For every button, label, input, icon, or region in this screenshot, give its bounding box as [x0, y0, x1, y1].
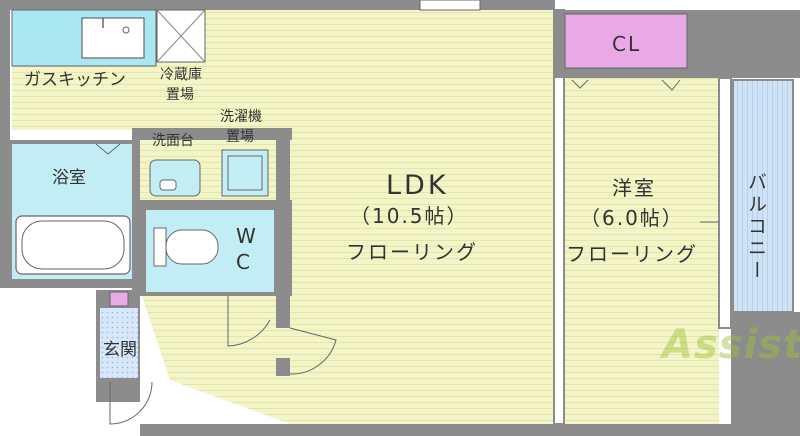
- toilet-tank: [153, 227, 167, 267]
- bath-label: 浴室: [52, 168, 86, 188]
- ldk-size: （10.5帖）: [350, 204, 469, 228]
- entrance-label: 玄関: [103, 340, 137, 360]
- balcony: [732, 79, 794, 313]
- fridge-label-1: 冷蔵庫: [160, 67, 202, 83]
- western-floor: [564, 78, 719, 424]
- ldk-floor-type: フローリング: [346, 240, 478, 264]
- washer-label-2: 置場: [226, 129, 254, 145]
- closet: [564, 13, 688, 69]
- bottom-wall: [140, 424, 800, 436]
- washer-label-1: 洗濯機: [220, 109, 262, 125]
- ldk-name: LDK: [386, 170, 449, 201]
- right-wall: [718, 77, 732, 329]
- assist-logo: Assist: [662, 322, 800, 368]
- partition-wall-low: [276, 358, 290, 376]
- door-ldk: [289, 327, 337, 375]
- fridge-label-2: 置場: [166, 87, 194, 103]
- kitchen-label: ガスキッチン: [24, 70, 126, 90]
- toilet-w-label: W: [236, 224, 258, 248]
- washbasin-label: 洗面台: [152, 133, 194, 149]
- entrance-floor: [100, 308, 138, 378]
- sink: [81, 17, 145, 59]
- western-name: 洋室: [612, 176, 656, 200]
- hall-floor: [140, 290, 290, 424]
- partition-wall: [276, 128, 290, 328]
- utility-wall: [132, 128, 292, 140]
- western-floor-type: フローリング: [566, 242, 698, 266]
- western-size: （6.0帖）: [580, 206, 684, 230]
- balcony-label: バルコニー: [745, 172, 767, 282]
- door-toilet: [227, 296, 271, 347]
- closet-label: CL: [612, 32, 642, 56]
- toilet-bowl: [165, 229, 219, 265]
- toilet-c-label: C: [236, 250, 252, 274]
- balcony-outer: [731, 312, 800, 424]
- ldk-floor-main: [290, 128, 554, 424]
- washer-space: [221, 149, 269, 197]
- washbasin: [149, 159, 201, 197]
- door-entrance: [109, 381, 153, 425]
- shoe-box: [109, 291, 129, 307]
